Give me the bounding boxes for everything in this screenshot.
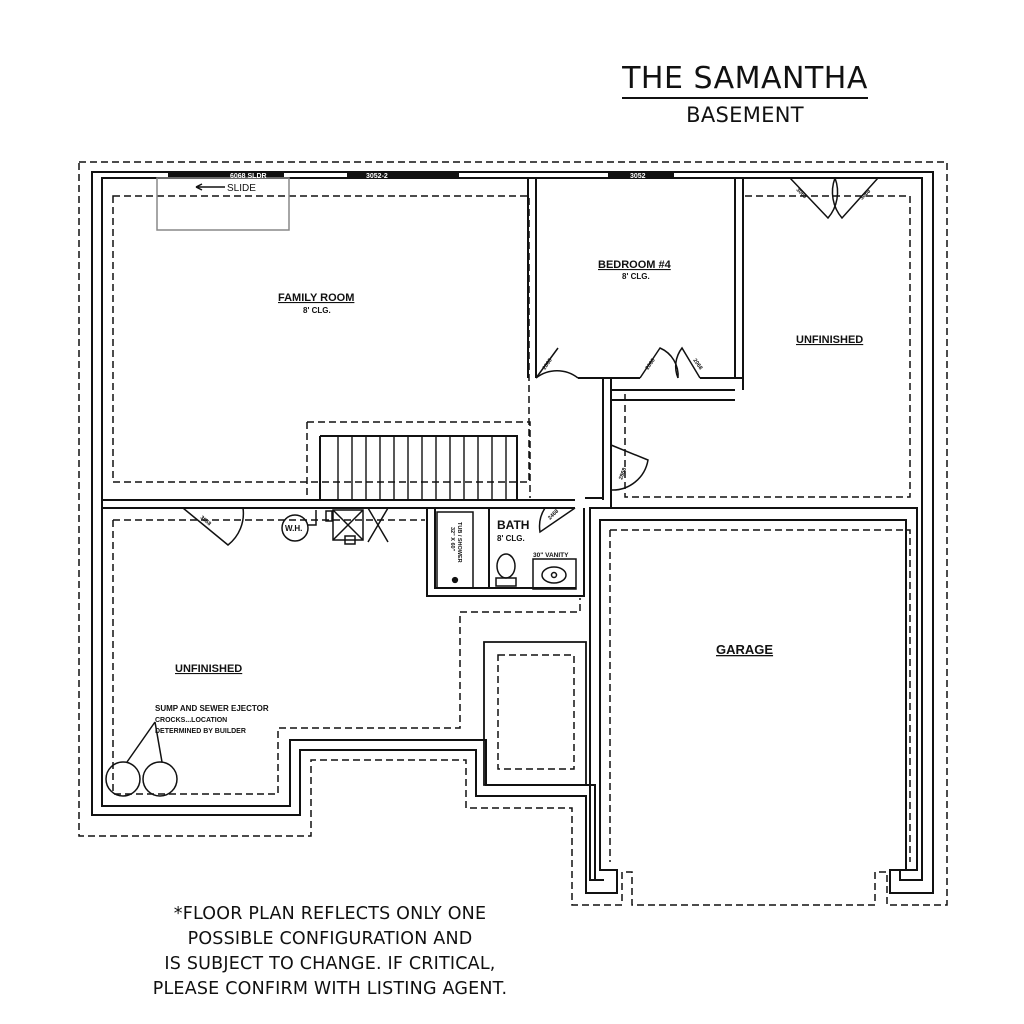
bedroom-ceiling: 8' CLG.: [622, 272, 650, 281]
family-room-name: FAMILY ROOM: [278, 292, 354, 304]
support-column-x: [367, 507, 389, 543]
tub-label: TUB / SHOWER: [456, 522, 462, 563]
bed-closet-door-a: [639, 347, 679, 379]
unfinished-right-name: UNFINISHED: [796, 334, 863, 346]
toilet-bowl: [496, 553, 516, 579]
disclaimer-line-4: PLEASE CONFIRM WITH LISTING AGENT.: [152, 979, 508, 999]
vanity-sink: [541, 566, 567, 584]
disclaimer-line-2: POSSIBLE CONFIGURATION AND: [187, 929, 473, 949]
vanity-label: 30" VANITY: [533, 552, 569, 559]
door-mech: 2868: [618, 467, 628, 481]
family-south-wall: [102, 499, 420, 509]
water-heater-icon: [281, 514, 309, 542]
vanity-drain: [550, 571, 558, 579]
door-closet-b: 2068: [691, 358, 703, 371]
bed-closet-door-b: [674, 346, 701, 379]
egress-door-a: [789, 177, 839, 220]
bed-entry-door: [535, 347, 579, 379]
bath-name: BATH: [497, 518, 529, 532]
tub: [436, 511, 474, 589]
bedroom-walls: [527, 178, 744, 500]
window-center-label: 3052-2: [366, 173, 388, 180]
center-window: [347, 172, 459, 177]
bump-out-finish: [497, 654, 575, 770]
tub-drain: [451, 576, 459, 584]
egress-door-b: [831, 177, 879, 220]
slide-label: SLIDE: [227, 183, 256, 194]
window-bars: [168, 172, 674, 177]
slider-label: 6068 SLDR: [230, 173, 267, 180]
unfinished-left-name: UNFINISHED: [175, 663, 242, 675]
duct-box: [325, 510, 333, 522]
furnace-x: [332, 509, 364, 541]
slider-track: [156, 177, 290, 231]
toilet-tank: [495, 577, 517, 587]
disclaimer-line-3: IS SUBJECT TO CHANGE. IF CRITICAL,: [164, 954, 496, 974]
door-egress-a: 3068: [795, 187, 808, 200]
bath-ceiling: 8' CLG.: [497, 534, 525, 543]
window-bedroom-label: 3052: [630, 173, 646, 180]
sump-note-1: SUMP AND SEWER EJECTOR: [155, 704, 269, 713]
disclaimer-line-1: *FLOOR PLAN REFLECTS ONLY ONE: [173, 904, 487, 924]
stair-outline: [306, 421, 531, 498]
bedroom-name: BEDROOM #4: [598, 259, 672, 271]
family-finish-line: [112, 195, 530, 483]
slider-window: [168, 172, 284, 177]
exterior-wall-outer: [91, 171, 934, 894]
stair-rail: [319, 435, 518, 500]
mech-wall: [585, 445, 612, 509]
mech-door-arc: [610, 444, 649, 491]
plan-name: THE SAMANTHA: [622, 62, 868, 99]
sump-leader: [126, 721, 163, 763]
garage-finish: [609, 529, 911, 862]
door-egress-b: 3068: [859, 189, 872, 202]
sump-crock-2: [142, 761, 178, 797]
wh-pipe: [308, 510, 317, 526]
water-heater-label: W.H.: [285, 524, 302, 533]
bump-out-wall: [483, 641, 587, 786]
sump-note-3: DETERMINED BY BUILDER: [155, 728, 246, 735]
vanity: [532, 558, 577, 590]
bath-walls: [420, 499, 585, 597]
bedroom-window: [608, 172, 674, 177]
slide-arrow-icon: [195, 183, 225, 191]
exterior-wall-inner: [101, 177, 923, 881]
stair-treads: [337, 436, 507, 500]
door-closet-a: 2068: [645, 358, 657, 371]
unfinished-left-finish: [112, 519, 581, 795]
left-door-arc: [182, 507, 245, 546]
unfinished-right-finish: [624, 195, 911, 498]
plan-title: THE SAMANTHA BASEMENT: [560, 62, 930, 127]
sump-crock-1: [105, 761, 141, 797]
furnace-flue: [344, 535, 356, 545]
bath-door-arc: [538, 507, 576, 534]
sump-note-2: CROCKS...LOCATION: [155, 717, 227, 724]
tub-size-label: 32" X 60": [449, 527, 455, 552]
footing-outline: [78, 161, 948, 906]
family-room-ceiling: 8' CLG.: [303, 306, 331, 315]
garage-name: GARAGE: [716, 642, 773, 657]
furnace-icon: [332, 509, 364, 541]
disclaimer: *FLOOR PLAN REFLECTS ONLY ONE POSSIBLE C…: [120, 902, 540, 1002]
plan-level: BASEMENT: [686, 103, 804, 127]
door-bed-entry: 2868: [542, 358, 554, 371]
